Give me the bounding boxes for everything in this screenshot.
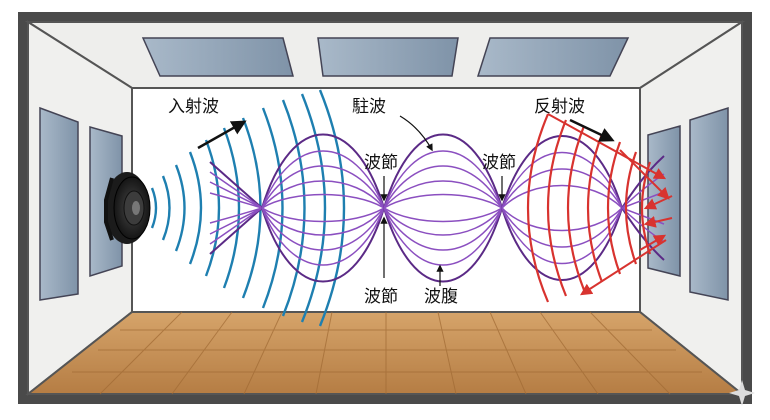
sparkle-icon bbox=[729, 380, 755, 406]
annotation-leaders bbox=[380, 115, 506, 286]
speaker-icon bbox=[104, 172, 151, 244]
ceiling-panels bbox=[141, 37, 630, 77]
node-label-top-left: 波節 bbox=[364, 153, 398, 173]
node-label-top-right: 波節 bbox=[482, 153, 516, 173]
standing-wave-label: 駐波 bbox=[352, 97, 386, 117]
node-label-bottom: 波節 bbox=[364, 287, 398, 307]
antinode-label: 波腹 bbox=[424, 287, 458, 307]
arrow-right-icon bbox=[569, 118, 615, 142]
incident-wave-arcs bbox=[150, 89, 346, 327]
reflected-wave-arcs bbox=[526, 113, 652, 303]
reflected-wave-label: 反射波 bbox=[534, 97, 585, 117]
floor-boards bbox=[72, 311, 702, 395]
floor bbox=[25, 311, 745, 395]
incident-wave-label: 入射波 bbox=[168, 97, 219, 117]
reflection-arrows bbox=[547, 113, 673, 296]
standing-wave bbox=[209, 133, 665, 283]
arrow-right-icon bbox=[197, 120, 247, 150]
